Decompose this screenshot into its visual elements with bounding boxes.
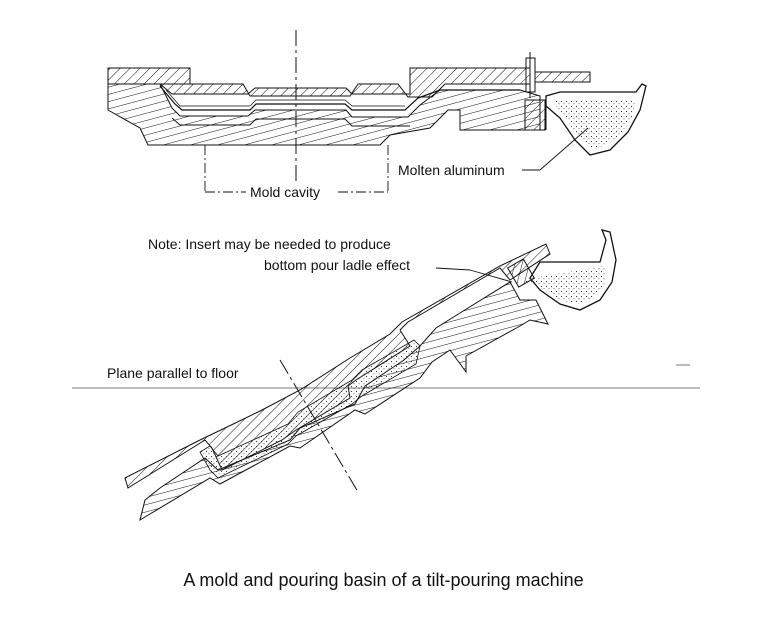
- flat-mold: [107, 30, 647, 193]
- tilted-cavity-metal: [199, 339, 421, 479]
- note-line-2: bottom pour ladle effect: [264, 257, 411, 273]
- note-line-1: Note: Insert may be needed to produce: [148, 236, 391, 252]
- plane-label: Plane parallel to floor: [107, 365, 239, 381]
- flat-molten-aluminum: [552, 100, 636, 148]
- figure-caption: A mold and pouring basin of a tilt-pouri…: [183, 570, 584, 590]
- molten-aluminum-label: Molten aluminum: [398, 162, 505, 178]
- tilted-mold: [72, 229, 700, 522]
- tilted-molten-aluminum: [520, 266, 606, 304]
- mold-cavity-label: Mold cavity: [250, 184, 321, 200]
- mold-cavity-outline: [159, 85, 520, 111]
